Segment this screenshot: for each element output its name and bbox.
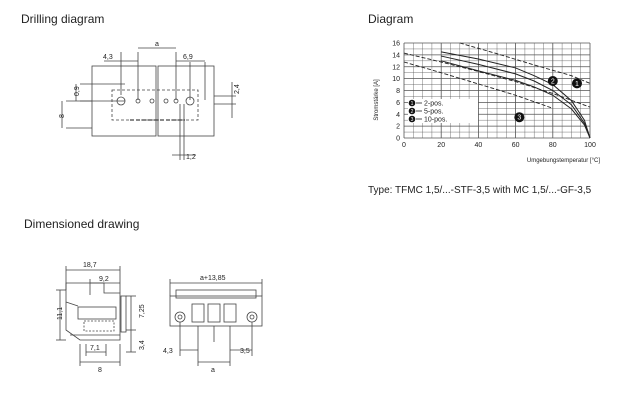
drill-dim-0-9: 0,9 [74, 86, 81, 96]
series-marker-1 [571, 78, 582, 89]
legend-marker [408, 99, 416, 107]
series-line-1 [441, 51, 591, 139]
legend-marker-label: 3 [411, 117, 414, 123]
chart-legend: 1 2-pos. 2 5-pos. 3 10-pos. [408, 99, 478, 124]
dim-9-2: 9,2 [99, 276, 109, 283]
dim-7-1: 7,1 [90, 345, 100, 352]
series-dashed-line-2 [403, 52, 591, 108]
drill-footprint [111, 89, 199, 121]
x-tick-label: 100 [584, 142, 596, 149]
y-tick-label: 2 [396, 124, 400, 131]
dimensioned-drawing-title: Dimensioned drawing [24, 217, 140, 231]
legend-marker [408, 107, 416, 115]
legend-marker [408, 115, 416, 123]
series-marker-label: 3 [517, 115, 521, 122]
legend-bg [408, 99, 478, 107]
x-tick-label: 20 [437, 142, 445, 149]
drilling-diagram-title: Drilling diagram [21, 12, 105, 26]
x-tick-label: 80 [549, 142, 557, 149]
series-marker-2 [547, 76, 558, 86]
dim-4-3: 4,3 [163, 348, 173, 355]
legend-marker-label: 1 [411, 101, 414, 107]
dim-18-7: 18,7 [83, 262, 97, 269]
y-tick-label: 14 [392, 52, 400, 59]
y-tick-label: 4 [396, 112, 400, 119]
series-dashed-line-3 [403, 61, 553, 109]
chart-markers: 1 2 3 [514, 76, 582, 123]
y-tick-label: 6 [396, 100, 400, 107]
chart-xlabel: Umgebungstemperatur [°C] [527, 158, 600, 164]
drill-dim-8: 8 [59, 114, 66, 118]
dim-8: 8 [98, 367, 102, 374]
drill-dim-6-9: 6,9 [183, 54, 193, 61]
series-dashed-line-1 [459, 42, 591, 84]
series-marker-label: 2 [551, 79, 555, 86]
dim-3-4: 3,4 [139, 340, 146, 350]
chart-caption: Type: TFMC 1,5/...-STF-3,5 with MC 1,5/.… [368, 185, 592, 196]
legend-bg [408, 107, 478, 115]
x-tick-label: 40 [475, 142, 483, 149]
series-line-2 [441, 55, 591, 139]
chart-series [403, 42, 591, 139]
legend-entry: 2-pos. [424, 101, 444, 108]
y-tick-label: 16 [392, 41, 400, 48]
side-view-body [65, 282, 121, 341]
x-tick-label: 0 [402, 142, 406, 149]
drill-dim-4-3: 4,3 [103, 54, 113, 61]
drill-housing-right [157, 65, 215, 137]
legend-entry: 5-pos. [424, 109, 444, 116]
legend-entry: 10-pos. [424, 117, 447, 124]
dim-a: a [211, 367, 215, 374]
y-tick-label: 12 [392, 64, 400, 71]
diagram-title: Diagram [368, 12, 414, 26]
side-view-plug [77, 306, 117, 320]
drill-dim-1-2: 1,2 [186, 154, 196, 161]
legend-bg [408, 115, 478, 123]
series-marker-3 [514, 112, 525, 123]
series-marker-label: 1 [575, 81, 579, 88]
y-tick-label: 10 [392, 76, 400, 83]
series-line-3 [441, 60, 591, 139]
dim-a-plus-13-85: a+13,85 [200, 275, 226, 282]
chart-ylabel: Stromstärke [A] [374, 79, 380, 121]
y-tick-label: 8 [396, 88, 400, 95]
dim-7-25: 7,25 [139, 304, 146, 318]
y-tick-label: 0 [396, 136, 400, 143]
drill-dim-a: a [155, 41, 159, 48]
x-tick-label: 60 [512, 142, 520, 149]
dim-3-5: 3,5 [240, 348, 250, 355]
drill-dim-2-4: 2,4 [234, 84, 241, 94]
dim-11-1: 11,1 [57, 307, 64, 320]
front-view-body [169, 295, 263, 327]
legend-marker-label: 2 [411, 109, 414, 115]
